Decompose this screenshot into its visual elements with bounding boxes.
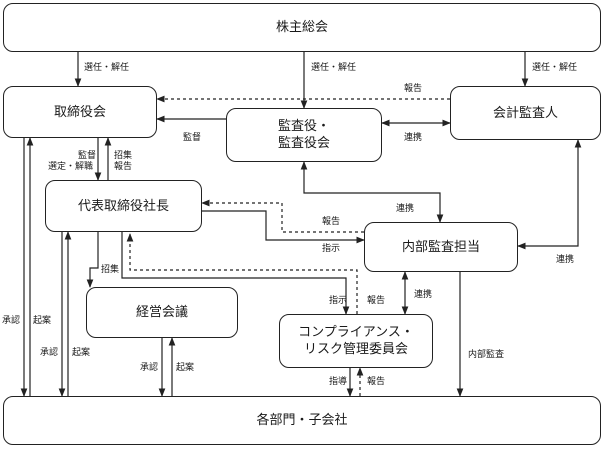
- arrow-president-compliance: [121, 232, 350, 315]
- label-report-comp: 報告: [367, 294, 385, 306]
- node-internal-audit: 内部監査担当: [364, 222, 518, 272]
- label-report-comp-dept: 報告: [367, 375, 385, 387]
- label-convene: 招集: [114, 149, 132, 161]
- label-propose-mgmt: 起案: [176, 361, 194, 373]
- node-departments: 各部門・子会社: [3, 396, 601, 445]
- node-compliance-label-1: コンプライアンス・: [298, 325, 414, 340]
- node-board-label: 取締役会: [53, 104, 106, 120]
- label-instruct-pres-internal: 指示: [322, 242, 340, 254]
- label-appoint-dismiss: 選定・解職: [48, 160, 93, 172]
- label-approve-mgmt: 承認: [140, 361, 158, 373]
- arrow-president-internal: [202, 210, 365, 244]
- label-coop-aud-acct: 連携: [404, 131, 422, 143]
- node-departments-label: 各部門・子会社: [256, 413, 348, 428]
- node-auditors-label-2: 監査役会: [277, 136, 330, 151]
- label-elect-accounting: 選任・解任: [532, 61, 577, 73]
- arrow-auditors-internal: [300, 161, 444, 223]
- label-internal-audit-dept: 内部監査: [468, 348, 504, 360]
- label-report-accounting-board: 報告: [404, 82, 422, 94]
- node-auditors-label-1: 監査役・: [277, 119, 330, 134]
- node-auditors: 監査役・ 監査役会: [226, 108, 382, 162]
- node-president-label: 代表取締役社長: [77, 198, 169, 214]
- label-instruct-pres-comp: 指示: [329, 294, 347, 306]
- label-approve-inner: 承認: [40, 346, 58, 358]
- label-approve-left: 承認: [2, 314, 20, 326]
- label-guide-comp: 指導: [329, 375, 347, 387]
- label-elect-board: 選任・解任: [84, 61, 129, 73]
- label-coop-internal-comp: 連携: [414, 288, 432, 300]
- node-internal-audit-label: 内部監査担当: [401, 239, 480, 255]
- label-convene-mgmt: 招集: [101, 263, 119, 275]
- node-shareholders-label: 株主総会: [275, 20, 328, 35]
- label-propose-left: 起案: [33, 314, 51, 326]
- arrow-president-mgmt: [86, 232, 99, 288]
- node-board: 取締役会: [3, 86, 157, 138]
- node-compliance-label-2: リスク管理委員会: [303, 342, 408, 357]
- label-report-pres-board: 報告: [114, 160, 132, 172]
- node-management-meeting: 経営会議: [86, 287, 238, 338]
- node-management-meeting-label: 経営会議: [135, 305, 188, 320]
- label-propose-inner: 起案: [72, 346, 90, 358]
- node-accounting-auditor: 会計監査人: [450, 86, 601, 140]
- arrow-accounting-internal: [517, 139, 582, 250]
- label-elect-auditors: 選任・解任: [311, 61, 356, 73]
- label-coop-aud-internal: 連携: [396, 202, 414, 214]
- label-coop-acct-internal: 連携: [556, 253, 574, 265]
- arrow-internal-president-dashed: [201, 199, 364, 233]
- label-audit-board: 監督: [183, 131, 201, 143]
- node-compliance-committee: コンプライアンス・ リスク管理委員会: [279, 314, 433, 368]
- arrow-compliance-president-dashed: [126, 233, 358, 314]
- label-report-internal-pres: 報告: [322, 215, 340, 227]
- label-supervise: 監督: [78, 149, 96, 161]
- node-shareholders: 株主総会: [3, 3, 601, 52]
- node-accounting-auditor-label: 会計監査人: [492, 105, 558, 121]
- node-president: 代表取締役社長: [45, 180, 202, 232]
